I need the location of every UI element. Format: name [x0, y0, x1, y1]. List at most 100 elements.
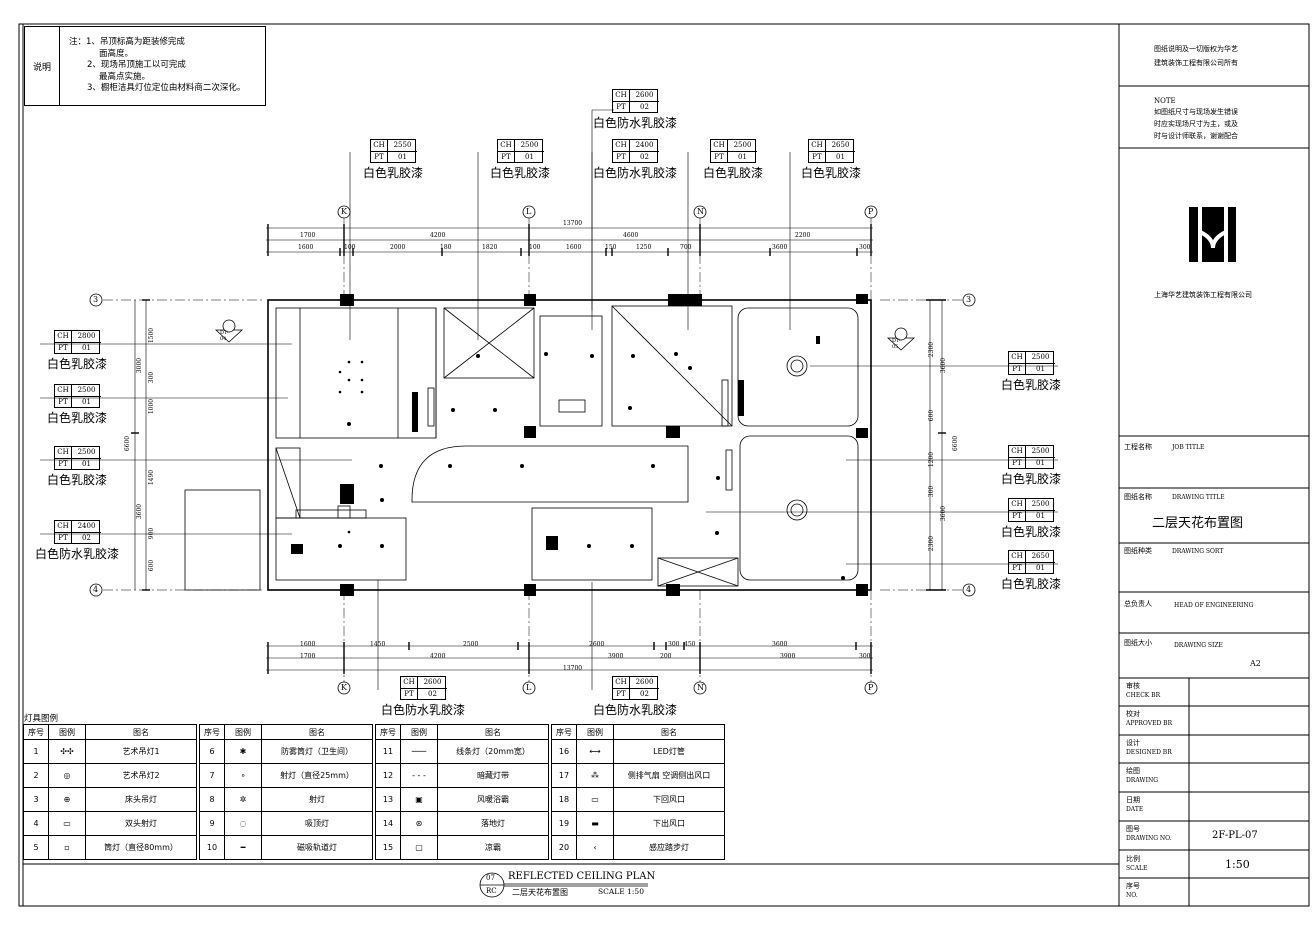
- ch-label: CH: [613, 677, 630, 689]
- legend-no: 7: [199, 763, 225, 788]
- head-cn: 总负责人: [1124, 600, 1152, 608]
- ch-value: 2500: [72, 385, 101, 397]
- dim: 1600: [298, 244, 314, 251]
- dim: 1250: [636, 244, 652, 251]
- check-en: CHECK BR: [1126, 692, 1161, 699]
- head-en: HEAD OF ENGINEERING: [1174, 602, 1254, 609]
- ch-label: CH: [55, 331, 72, 343]
- dim: 2600: [589, 641, 605, 648]
- notes-label: 说明: [25, 27, 60, 105]
- ch-label: CH: [809, 140, 826, 152]
- legend-symbol-icon: ⊕: [48, 787, 86, 812]
- pt-value: 01: [738, 153, 747, 161]
- ch-label: CH: [613, 140, 630, 152]
- ceiling-tag: CH 2500 PT 01: [1008, 498, 1055, 522]
- legend-name: 射灯: [261, 787, 373, 812]
- ceiling-tag: CH 2500 PT 01: [54, 384, 101, 408]
- pt-label: PT: [55, 343, 72, 354]
- legend-symbol-icon: ▫: [48, 835, 86, 860]
- designed-en: DESIGNED BR: [1126, 749, 1172, 756]
- dim: 1450: [370, 641, 386, 648]
- legend-row: 9◌吸顶灯: [199, 811, 373, 836]
- legend-name: 吸顶灯: [261, 811, 373, 836]
- legend-symbol-icon: ▭: [576, 787, 614, 812]
- ch-value: 2500: [1026, 499, 1055, 511]
- legend-header-no: 序号: [375, 724, 401, 740]
- pt-value: 01: [525, 153, 534, 161]
- material-name: 白色乳胶漆: [363, 166, 424, 180]
- footer-title-en: REFLECTED CEILING PLAN: [508, 871, 656, 882]
- grid-label-n: N: [697, 207, 704, 216]
- grid-label-p: P: [868, 207, 874, 216]
- pt-label: PT: [613, 102, 630, 113]
- dim: 450: [684, 641, 696, 648]
- grid-label-p-bottom: P: [868, 683, 874, 692]
- legend-no: 13: [375, 787, 401, 812]
- pt-value: 01: [82, 344, 91, 352]
- legend-symbol-icon: ⁂: [576, 763, 614, 788]
- grid-label-3: 3: [93, 295, 99, 304]
- legend-name: 线条灯（20mm宽）: [437, 739, 549, 764]
- legend-no: 18: [551, 787, 577, 812]
- note-line-3: 时与设计师联系，谢谢配合: [1154, 132, 1238, 140]
- legend-symbol-icon: ───: [400, 739, 438, 764]
- material-name: 白色乳胶漆: [1001, 472, 1062, 486]
- section-marker-dt04: DT-04: [220, 330, 229, 342]
- legend-no: 5: [23, 835, 49, 860]
- drawing-no-value: 2F-PL-07: [1212, 830, 1258, 841]
- ch-label: CH: [1009, 499, 1026, 511]
- dim: 1700: [300, 653, 316, 660]
- pt-label: PT: [55, 397, 72, 408]
- dim: 1600: [566, 244, 582, 251]
- drawing-title-value: 二层天花布置图: [1152, 516, 1244, 531]
- dim: 3600: [136, 503, 144, 520]
- material-name: 白色防水乳胶漆: [593, 166, 678, 180]
- dim: 2500: [463, 641, 479, 648]
- ch-label: CH: [55, 521, 72, 533]
- pt-label: PT: [1009, 458, 1026, 469]
- pt-label: PT: [613, 689, 630, 700]
- dim: 700: [680, 244, 692, 251]
- dim-top-total: 13700: [563, 220, 583, 227]
- legend-header-no: 序号: [199, 724, 225, 740]
- legend-row: 5▫筒灯（直径80mm）: [23, 835, 197, 860]
- dim: 150: [605, 244, 617, 251]
- dim: 600: [928, 409, 936, 422]
- seq-en: NO.: [1126, 892, 1138, 899]
- pt-label: PT: [401, 689, 418, 700]
- legend-symbol-icon: ⟷: [576, 739, 614, 764]
- legend-row: 20‹感应踏步灯: [551, 835, 725, 860]
- note-line-1: 如图纸尺寸与现场发生错误: [1154, 108, 1238, 116]
- ch-label: CH: [498, 140, 515, 152]
- note-line: 面高度。: [99, 48, 134, 59]
- footer-circle-top: 07: [486, 874, 495, 882]
- legend-name: 床头吊灯: [85, 787, 197, 812]
- legend-header-name: 图名: [85, 724, 197, 740]
- dim: 300: [859, 653, 871, 660]
- legend-header-no: 序号: [23, 724, 49, 740]
- seq-cn: 序号: [1126, 882, 1140, 890]
- legend-name: 筒灯（直径80mm）: [85, 835, 197, 860]
- dim: 6600: [124, 435, 132, 452]
- legend-no: 3: [23, 787, 49, 812]
- legend-name: 艺术吊灯2: [85, 763, 197, 788]
- job-title-en: JOB TITLE: [1172, 444, 1205, 451]
- dim: 300: [859, 244, 871, 251]
- legend-symbol-icon: - - -: [400, 763, 438, 788]
- dim: 1500: [148, 327, 156, 344]
- legend-no: 16: [551, 739, 577, 764]
- legend-row: 14⊛落地灯: [375, 811, 549, 836]
- dim: 1700: [300, 232, 316, 239]
- legend-header-no: 序号: [551, 724, 577, 740]
- note-line-2: 时应实现场尺寸为主，或及: [1154, 120, 1238, 128]
- note-head: NOTE: [1154, 97, 1176, 105]
- dim: 4600: [623, 232, 639, 239]
- material-name: 白色防水乳胶漆: [381, 703, 466, 717]
- grid-label-k: K: [341, 207, 347, 216]
- legend-header-sym: 图例: [48, 724, 86, 740]
- ceiling-tag: CH 2650 PT 01: [808, 139, 855, 163]
- legend-name: 风暖浴霸: [437, 787, 549, 812]
- legend-row: 13▣风暖浴霸: [375, 787, 549, 812]
- scale-cn: 比例: [1126, 855, 1140, 863]
